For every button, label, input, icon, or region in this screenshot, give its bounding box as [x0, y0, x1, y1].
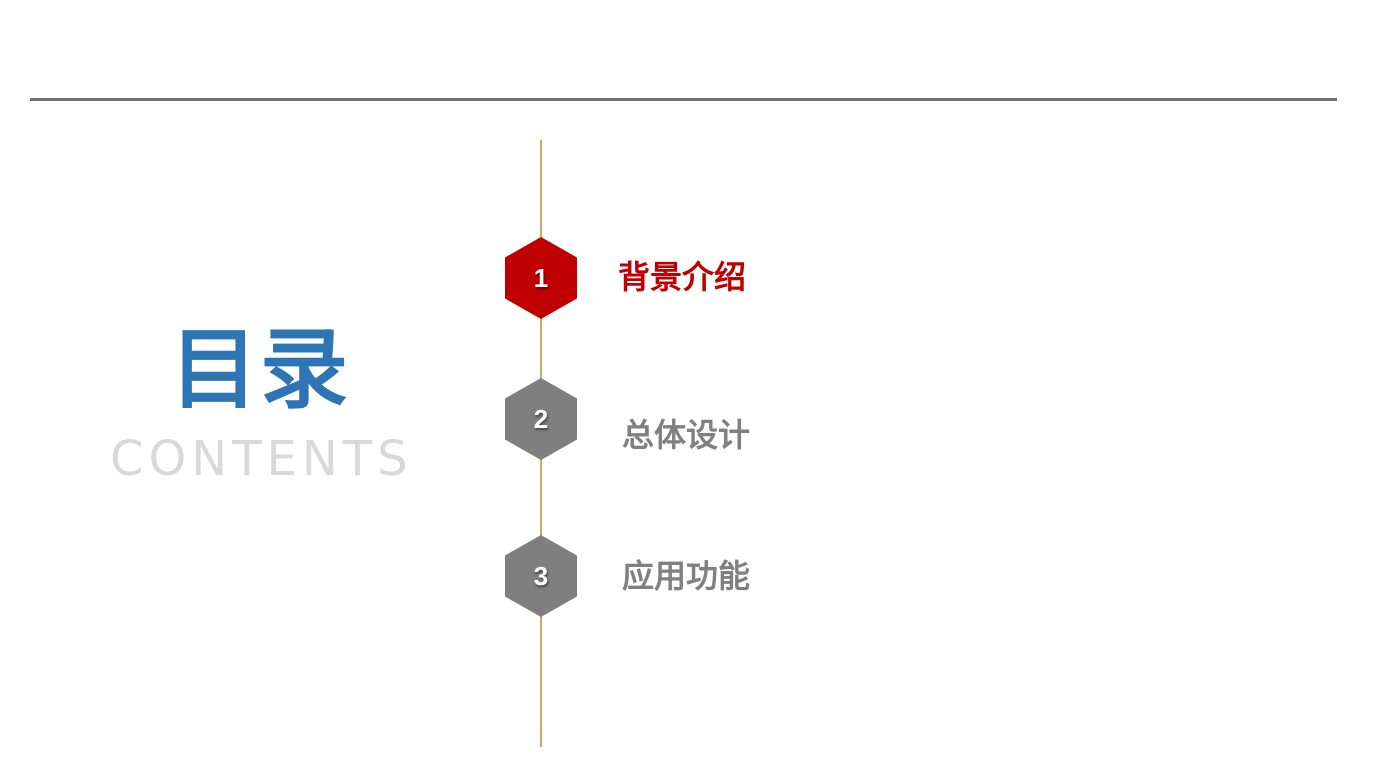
top-divider — [30, 98, 1337, 101]
hexagon-marker-3: 3 — [505, 535, 577, 617]
hexagon-marker-2: 2 — [505, 378, 577, 460]
page-title: 目录 — [169, 318, 350, 421]
item-number-2: 2 — [533, 403, 549, 434]
page-subtitle: CONTENTS — [110, 431, 413, 487]
toc-item-background[interactable]: 背景介绍 — [618, 258, 747, 296]
toc-item-design[interactable]: 总体设计 — [622, 416, 751, 454]
item-number-1: 1 — [533, 262, 549, 293]
item-number-3: 3 — [533, 560, 549, 591]
hexagon-marker-1: 1 — [505, 237, 577, 319]
toc-item-features[interactable]: 应用功能 — [622, 557, 751, 595]
